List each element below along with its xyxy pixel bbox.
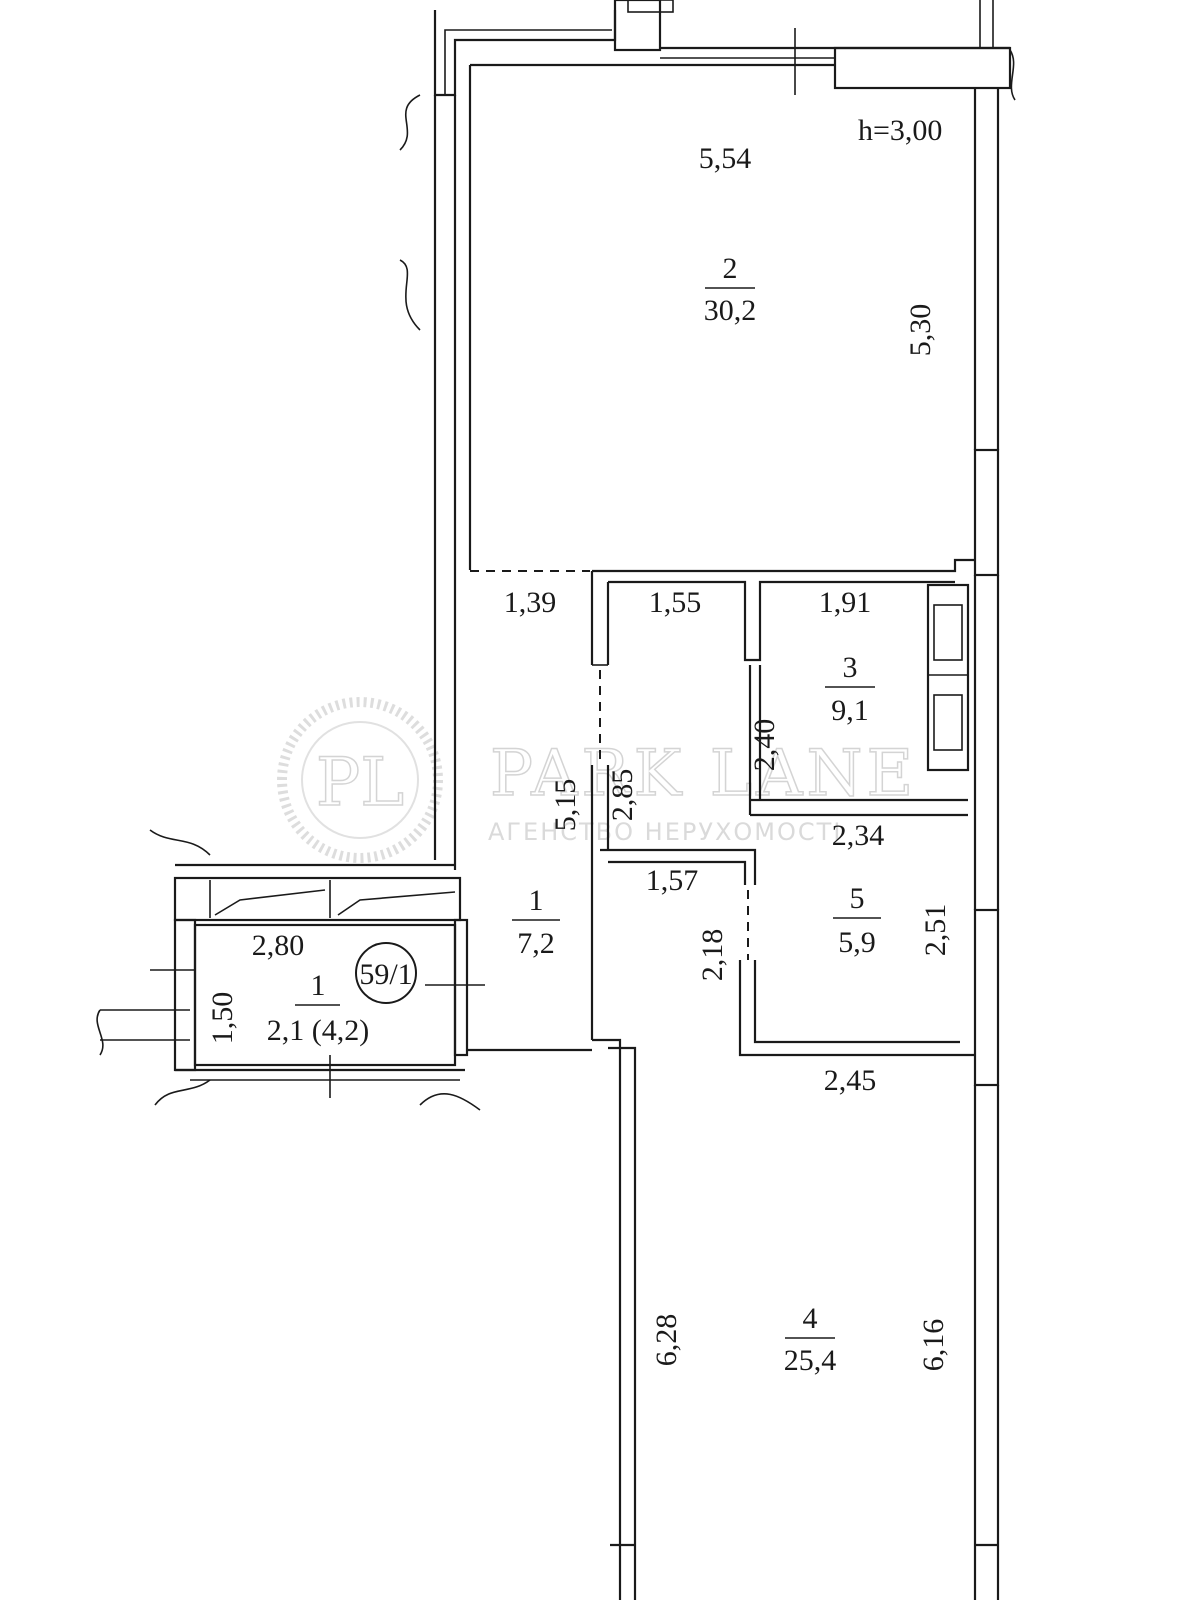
- room-area: 5,9: [838, 926, 876, 959]
- room-5-label: 5 5,9: [833, 882, 881, 959]
- room-number: 1: [529, 884, 544, 917]
- dimension: 1,57: [646, 864, 699, 897]
- dimension: 1,50: [206, 992, 239, 1045]
- dimension: 5,54: [699, 142, 752, 175]
- room-area: 25,4: [784, 1344, 837, 1377]
- dimension: 2,80: [252, 929, 305, 962]
- dimension: 2,18: [696, 929, 729, 982]
- room-number: 5: [850, 882, 865, 915]
- watermark-subtitle: АГЕНСТВО НЕРУХОМОСТІ: [488, 818, 842, 846]
- dimension: 5,30: [904, 304, 937, 357]
- dimension-labels: 5,54 5,30 1,39 1,55 1,91 2,40 2,85 5,15 …: [206, 142, 952, 1371]
- room-number: 2: [723, 252, 738, 285]
- dimension: 6,28: [650, 1314, 683, 1367]
- room-labels: 2 30,2 3 9,1 1 7,2 5 5,9 4 25,4 1 2,1 (4…: [267, 114, 943, 1377]
- dimension: 2,85: [606, 769, 639, 822]
- unit-label: 59/1: [359, 958, 412, 991]
- dimension: 1,91: [819, 586, 872, 619]
- walls: [96, 0, 1016, 1600]
- ceiling-height: h=3,00: [858, 114, 942, 147]
- watermark-monogram: PL: [316, 744, 404, 821]
- dimension: 2,51: [919, 904, 952, 957]
- room-1-label: 1 7,2: [512, 884, 560, 960]
- room-3-label: 3 9,1: [825, 651, 875, 727]
- watermark: PL PARK LANE АГЕНСТВО НЕРУХОМОСТІ: [277, 697, 914, 863]
- dimension: 6,16: [917, 1319, 950, 1372]
- dimension: 1,39: [504, 586, 557, 619]
- dimension: 1,55: [649, 586, 702, 619]
- balcony-label: 1 2,1 (4,2): [267, 969, 369, 1047]
- dimension: 2,40: [748, 719, 781, 772]
- watermark-seal-icon: [277, 697, 443, 863]
- room-area: 2,1 (4,2): [267, 1014, 369, 1047]
- dimension: 5,15: [549, 779, 582, 832]
- room-number: 1: [311, 969, 326, 1002]
- room-area: 30,2: [704, 294, 757, 327]
- room-number: 3: [843, 651, 858, 684]
- room-number: 4: [803, 1302, 818, 1335]
- dimension: 2,45: [824, 1064, 877, 1097]
- dimension: 2,34: [832, 819, 885, 852]
- room-4-label: 4 25,4: [784, 1302, 837, 1377]
- room-2-label: 2 30,2: [704, 252, 757, 327]
- room-area: 9,1: [831, 694, 869, 727]
- unit-badge: 59/1: [355, 942, 417, 1004]
- room-area: 7,2: [517, 927, 555, 960]
